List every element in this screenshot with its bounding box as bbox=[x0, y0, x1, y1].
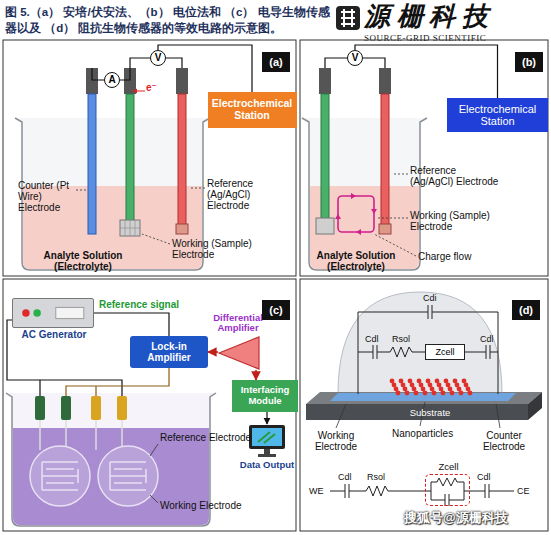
edge-label: Reference signal bbox=[98, 299, 180, 310]
node-label: (c) bbox=[269, 304, 282, 316]
component-label: Cdl bbox=[338, 472, 360, 482]
node-label: AC Generator bbox=[4, 329, 104, 340]
node-label: Electrochemical Station bbox=[208, 98, 297, 122]
monitor-icon: Data Output bbox=[248, 424, 286, 458]
electron-label: e⁻ bbox=[146, 82, 162, 93]
module-box: Interfacing Module bbox=[232, 380, 298, 412]
component-label: Cdi bbox=[423, 293, 447, 303]
connector bbox=[355, 45, 498, 98]
panel-tag: (b) bbox=[515, 52, 543, 72]
amplifier-box: Lock-in Amplifier bbox=[130, 336, 208, 368]
component-label: Rsol bbox=[392, 334, 418, 344]
node-label: Zcell bbox=[435, 347, 454, 357]
solution-label: Analyte Solution (Electrolyte) bbox=[306, 250, 406, 272]
component-label: Cdl bbox=[365, 334, 387, 344]
callout-text: Reference (Ag/AgCl) Electrode bbox=[207, 178, 293, 212]
connector bbox=[266, 412, 267, 424]
brand-logo: 源 栅 科 技 bbox=[364, 2, 548, 32]
watermark: 搜狐号@源栅科技 bbox=[404, 511, 548, 526]
generator-box: AC Generator bbox=[12, 298, 94, 328]
callout-text: Counter Electrode bbox=[474, 430, 534, 452]
station-box: Electrochemical Station bbox=[208, 92, 297, 128]
amplifier-triangle: Differential Amplifier bbox=[218, 336, 260, 370]
component-label: Rsol bbox=[367, 472, 393, 482]
node-label: V bbox=[155, 52, 162, 63]
node-label: Zcell bbox=[426, 462, 471, 473]
connector bbox=[94, 313, 169, 336]
node-label: Differential Amplifier bbox=[208, 313, 268, 334]
voltmeter-symbol: V bbox=[347, 50, 363, 66]
node-label: Data Output bbox=[236, 460, 298, 471]
generator-face bbox=[13, 299, 93, 327]
callout-text: Working Electrode bbox=[160, 500, 270, 511]
connector bbox=[255, 370, 257, 380]
component-label: Cdl bbox=[480, 334, 502, 344]
node-label: V bbox=[352, 52, 359, 63]
node-label: Lock-in Amplifier bbox=[130, 341, 208, 363]
panel-tag: (a) bbox=[262, 52, 290, 72]
voltmeter-symbol: V bbox=[150, 50, 166, 66]
callout-text: Counter (Pt Wire) Electrode bbox=[18, 180, 76, 214]
terminal-label: WE bbox=[309, 486, 329, 496]
impedance-box: Zcell bbox=[425, 344, 465, 360]
node-label: Electrochemical Station bbox=[447, 103, 548, 128]
node-label: A bbox=[108, 74, 115, 85]
callout-text: Working Electrode bbox=[308, 430, 364, 452]
figure-caption: 图 5.（a） 安培/伏安法、（b） 电位法和 （c） 电导生物传感器以及 （d… bbox=[5, 4, 335, 36]
component-label: Cdl bbox=[477, 472, 499, 482]
ammeter-symbol: A bbox=[104, 72, 120, 88]
node-label: (d) bbox=[519, 304, 533, 316]
node-label: (b) bbox=[522, 56, 536, 68]
triangle-shape bbox=[218, 336, 260, 370]
callout-text: Working (Sample) Electrode bbox=[172, 238, 272, 260]
brand-subtitle: SOURCE-GRID SCIENTIFIC bbox=[364, 33, 548, 43]
node-label: Interfacing Module bbox=[232, 385, 298, 406]
impedance-box: Zcell bbox=[425, 474, 470, 506]
node-label: (a) bbox=[269, 56, 282, 68]
connector bbox=[208, 351, 218, 353]
station-box: Electrochemical Station bbox=[447, 98, 548, 132]
part-label: Substrate bbox=[390, 408, 470, 419]
solution-label: Analyte Solution (Electrolyte) bbox=[28, 250, 138, 272]
panel-tag: (c) bbox=[262, 300, 290, 320]
panel-tag: (d) bbox=[512, 300, 540, 320]
callout-text: Nanoparticles bbox=[392, 428, 472, 439]
callout-text: Reference (Ag/AgCl) Electrode bbox=[410, 165, 502, 187]
callout-text: Reference Electrode bbox=[160, 432, 270, 443]
connector bbox=[158, 45, 252, 92]
terminal-label: CE bbox=[517, 486, 537, 496]
callout-text: Working (Sample) Electrode bbox=[410, 210, 494, 232]
callout-text: Charge flow bbox=[418, 251, 488, 262]
monitor-shape bbox=[248, 424, 286, 458]
